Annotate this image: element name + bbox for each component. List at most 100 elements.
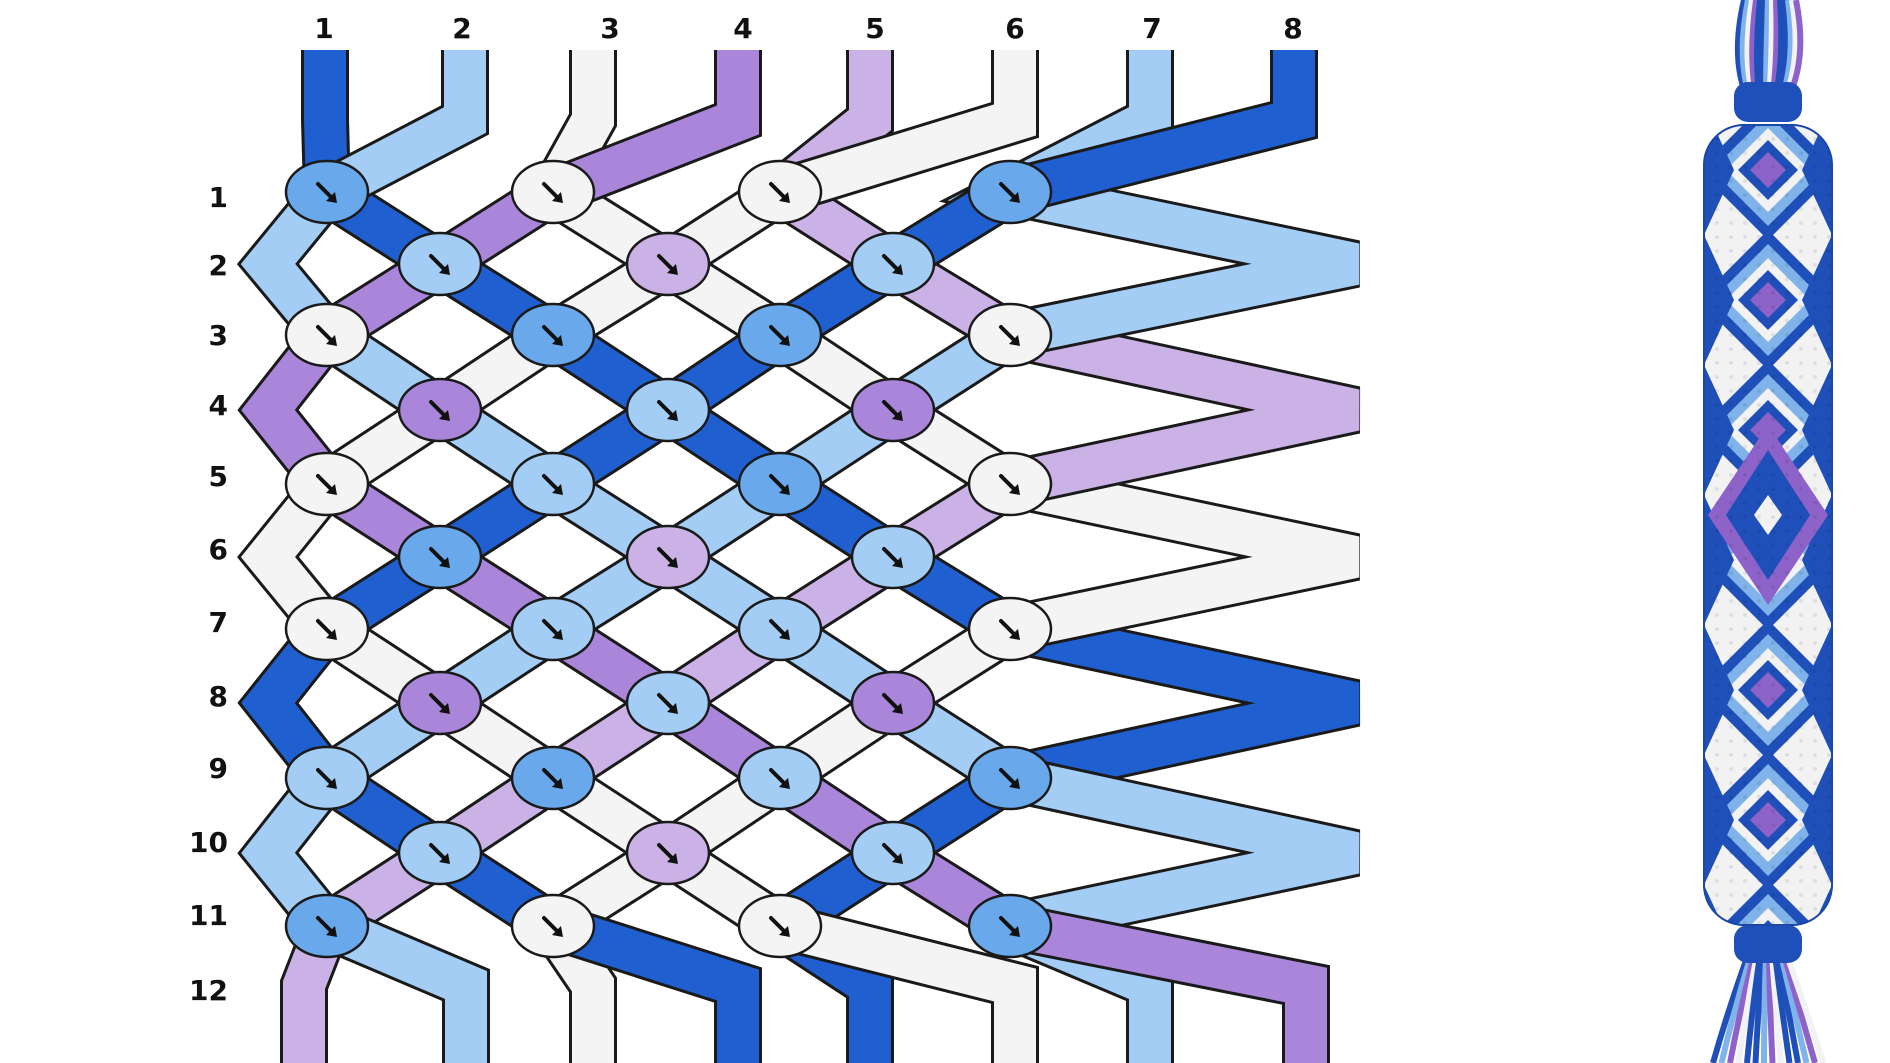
string-number-1: 1	[314, 12, 333, 45]
forward-knot-arrow-icon	[999, 768, 1020, 789]
forward-knot-arrow-icon	[316, 619, 337, 640]
knot	[625, 524, 711, 590]
knot	[737, 159, 823, 225]
forward-knot-arrow-icon	[769, 182, 790, 203]
forward-knot-arrow-icon	[882, 400, 903, 421]
forward-knot-arrow-icon	[999, 325, 1020, 346]
knot	[510, 451, 596, 517]
row-number-7: 7	[209, 606, 228, 639]
forward-knot-arrow-icon	[999, 619, 1020, 640]
row-number-5: 5	[209, 460, 228, 493]
row-number-8: 8	[209, 680, 228, 713]
forward-knot-arrow-icon	[316, 182, 337, 203]
knot	[737, 302, 823, 368]
bracelet-top-knot	[1734, 82, 1802, 122]
knot	[284, 745, 370, 811]
row-number-6: 6	[209, 533, 228, 566]
forward-knot-arrow-icon	[542, 619, 563, 640]
string-number-4: 4	[733, 12, 752, 45]
forward-knot-arrow-icon	[542, 325, 563, 346]
knot	[967, 893, 1053, 959]
forward-knot-arrow-icon	[657, 254, 678, 275]
forward-knot-arrow-icon	[542, 916, 563, 937]
forward-knot-arrow-icon	[882, 254, 903, 275]
forward-knot-arrow-icon	[657, 400, 678, 421]
row-number-2: 2	[209, 249, 228, 282]
forward-knot-arrow-icon	[769, 325, 790, 346]
knot	[510, 745, 596, 811]
forward-knot-arrow-icon	[769, 619, 790, 640]
string-number-5: 5	[865, 12, 884, 45]
knot	[737, 596, 823, 662]
knot	[397, 231, 483, 297]
knot	[967, 745, 1053, 811]
forward-knot-arrow-icon	[657, 843, 678, 864]
row-number-4: 4	[209, 389, 228, 422]
knot	[967, 302, 1053, 368]
forward-knot-arrow-icon	[769, 474, 790, 495]
knot	[510, 302, 596, 368]
forward-knot-arrow-icon	[999, 916, 1020, 937]
knot	[850, 377, 936, 443]
row-number-3: 3	[209, 319, 228, 352]
knot	[625, 670, 711, 736]
forward-knot-arrow-icon	[542, 182, 563, 203]
forward-knot-arrow-icon	[316, 768, 337, 789]
bracelet-bottom-fringe	[1710, 953, 1827, 1063]
knot	[967, 596, 1053, 662]
row-number-9: 9	[209, 752, 228, 785]
knot	[397, 377, 483, 443]
bracelet-preview	[1703, 0, 1833, 1063]
string-number-2: 2	[452, 12, 471, 45]
knot	[397, 524, 483, 590]
row-number-12: 12	[189, 974, 228, 1007]
pattern-knots	[284, 159, 1053, 959]
knot	[625, 377, 711, 443]
string-number-3: 3	[600, 12, 619, 45]
knot	[967, 159, 1053, 225]
row-number-10: 10	[189, 826, 228, 859]
forward-knot-arrow-icon	[769, 768, 790, 789]
knot	[510, 596, 596, 662]
forward-knot-arrow-icon	[657, 693, 678, 714]
knot	[284, 596, 370, 662]
forward-knot-arrow-icon	[999, 474, 1020, 495]
forward-knot-arrow-icon	[542, 474, 563, 495]
knot	[625, 820, 711, 886]
forward-knot-arrow-icon	[999, 182, 1020, 203]
forward-knot-arrow-icon	[429, 693, 450, 714]
forward-knot-arrow-icon	[882, 547, 903, 568]
bracelet-bottom-knot	[1734, 925, 1802, 963]
forward-knot-arrow-icon	[316, 325, 337, 346]
knot	[397, 670, 483, 736]
knot	[625, 231, 711, 297]
knot	[737, 745, 823, 811]
forward-knot-arrow-icon	[316, 916, 337, 937]
forward-knot-arrow-icon	[657, 547, 678, 568]
knot	[510, 893, 596, 959]
forward-knot-arrow-icon	[429, 547, 450, 568]
row-number-11: 11	[189, 899, 228, 932]
string-number-labels: 1 2 3 4 5 6 7 8	[314, 12, 1302, 45]
knot	[397, 820, 483, 886]
forward-knot-arrow-icon	[882, 843, 903, 864]
bracelet-body	[1704, 125, 1832, 925]
string-number-8: 8	[1283, 12, 1302, 45]
knot	[510, 159, 596, 225]
knot	[850, 524, 936, 590]
forward-knot-arrow-icon	[429, 254, 450, 275]
forward-knot-arrow-icon	[542, 768, 563, 789]
knot	[284, 302, 370, 368]
knot	[284, 159, 370, 225]
row-number-1: 1	[209, 181, 228, 214]
knot	[284, 451, 370, 517]
forward-knot-arrow-icon	[316, 474, 337, 495]
knot	[737, 893, 823, 959]
forward-knot-arrow-icon	[882, 693, 903, 714]
forward-knot-arrow-icon	[429, 843, 450, 864]
strand-6	[240, 50, 1036, 1063]
string-number-7: 7	[1142, 12, 1161, 45]
string-number-6: 6	[1005, 12, 1024, 45]
